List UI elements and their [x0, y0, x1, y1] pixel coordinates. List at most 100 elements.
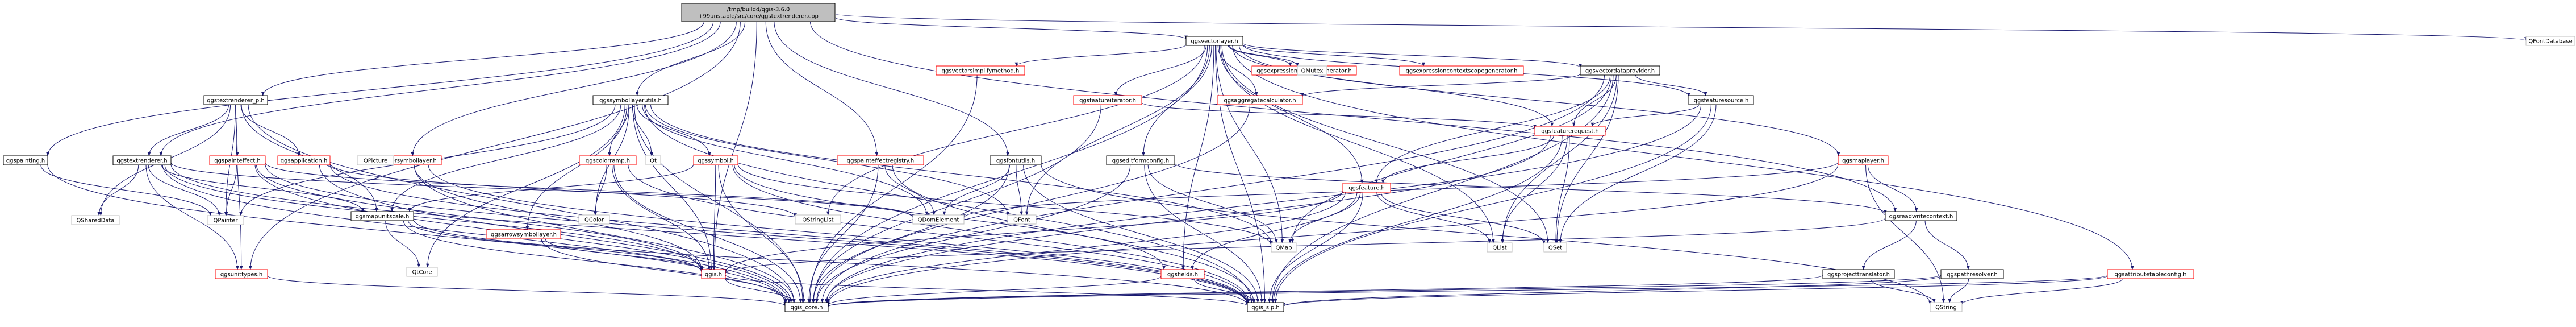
node-qgssymbollayerutils[interactable]: qgssymbollayerutils.h [592, 95, 669, 105]
node-qgsexpressioncontextscopegenerator[interactable]: qgsexpressioncontextscopegenerator.h [1399, 65, 1524, 76]
node-box [1106, 155, 1175, 165]
node-QMutex: QMutex [1297, 65, 1327, 76]
node-qgsfeaturerequest[interactable]: qgsfeaturerequest.h [1534, 126, 1606, 136]
edge-qgsfontutils-to-QFont [1016, 164, 1023, 216]
node-qgssymbol[interactable]: qgssymbol.h [693, 155, 738, 165]
node-qgsmaplayer[interactable]: qgsmaplayer.h [1838, 155, 1889, 165]
node-label: qgssymbol.h [698, 158, 734, 164]
node-qgspainting[interactable]: qgspainting.h [3, 155, 48, 165]
node-qgsprojecttranslator[interactable]: qgsprojecttranslator.h [1822, 269, 1895, 279]
node-qgsvectorlayer[interactable]: qgsvectorlayer.h [1185, 36, 1243, 46]
edge-qgsfields-to-qgis_sip [1193, 278, 1256, 303]
node-qgsfontutils[interactable]: qgsfontutils.h [990, 155, 1042, 165]
node-label: Qt [650, 158, 657, 164]
node-qgsmapunitscale[interactable]: qgsmapunitscale.h [350, 211, 414, 221]
node-box [1534, 126, 1606, 136]
edge-qgsfeature-to-QSet [1380, 192, 1546, 245]
node-qgseditformconfig[interactable]: qgseditformconfig.h [1106, 155, 1175, 165]
node-label: qgsvectorlayer.h [1191, 39, 1238, 45]
edge-qgsattributetableconfig-to-QString [1960, 278, 2123, 305]
node-qgspathresolver[interactable]: qgspathresolver.h [1940, 269, 2004, 279]
edge-qgsvectorlayer-to-qgsvectordataprovider [1242, 43, 1582, 68]
edge-qgseditformconfig-to-qgis_sip [1144, 164, 1263, 303]
node-qgsattributetableconfig[interactable]: qgsattributetableconfig.h [2107, 269, 2194, 279]
node-QColor: QColor [578, 214, 610, 225]
edge-qgsvectorlayer-to-qgsexpressioncontextscopegenerator [1242, 44, 1425, 67]
edge-qgsfeaturerequest-to-qgsfeature [1381, 135, 1554, 184]
edge-qgspainteffect-to-qgis_sip [265, 164, 1249, 305]
node-box [1185, 36, 1243, 46]
edge-qgspainteffectregistry-to-qgis_core [807, 164, 879, 303]
node-label: qgis.h [705, 272, 722, 278]
edge-qgsreadwritecontext-to-qgis [724, 217, 1886, 274]
edge-qgssymbol-to-QMap [737, 163, 1273, 246]
node-qgscolorramp[interactable]: qgscolorramp.h [579, 155, 637, 165]
node-label: qgsfontutils.h [996, 158, 1035, 164]
node-qgsarrowsymbollayer[interactable]: qgsarrowsymbollayer.h [486, 229, 561, 239]
edge-qgssymbollayerutils-to-qgscolorramp [608, 104, 629, 156]
node-qgstextrenderer_p[interactable]: qgstextrenderer_p.h [203, 95, 268, 105]
edge-qgstextrenderer_p-to-qgsapplication [240, 104, 300, 156]
node-label: qgsvectordataprovider.h [1585, 68, 1655, 74]
edge-root-to-qgsmarkersymbollayer [411, 21, 737, 156]
node-qgspainteffectregistry[interactable]: qgspainteffectregistry.h [837, 155, 924, 165]
edge-root-to-qgis [712, 21, 757, 270]
edge-root-to-qgsvectorlayer [834, 16, 1188, 40]
node-label: qgsmaplayer.h [1842, 158, 1884, 164]
edge-qgspainting-to-qgis_core [47, 164, 787, 304]
edge-root-to-qgsfontutils [774, 21, 1009, 156]
node-box [990, 155, 1042, 165]
edge-qgsfeaturesource-to-qgsfeaturerequest [1590, 104, 1700, 127]
node-label: qgspainting.h [6, 158, 45, 164]
edge-qgsattributetableconfig-to-qgis_core [826, 275, 2108, 307]
node-label: qgsmapunitscale.h [356, 214, 410, 220]
node-qgsapplication[interactable]: qgsapplication.h [277, 155, 331, 165]
node-qgsfields[interactable]: qgsfields.h [1160, 269, 1205, 279]
edge-qgis-to-qgis_sip [725, 274, 1249, 307]
node-label: QDomElement [918, 217, 959, 223]
edge-qgsfeaturerequest-to-QSet [1554, 135, 1570, 243]
edge-qgsvectorlayer-to-qgsfeature [1218, 45, 1364, 184]
node-label: qgsarrowsymbollayer.h [491, 232, 557, 238]
node-qgstextrenderer[interactable]: qgstextrenderer.h [112, 155, 172, 165]
node-qgis_core[interactable]: qgis_core.h [784, 302, 829, 312]
node-box [1342, 183, 1391, 193]
node-box [1543, 242, 1567, 253]
node-qgis[interactable]: qgis.h [701, 269, 726, 279]
node-label: qgsaggregatecalculator.h [1224, 98, 1296, 104]
edge-qgspathresolver-to-qgis_core [826, 275, 1942, 307]
node-label: qgstextrenderer.h [116, 158, 167, 164]
node-qgsfeatureiterator[interactable]: qgsfeatureiterator.h [1073, 95, 1142, 105]
node-label: qgsprojecttranslator.h [1827, 272, 1890, 278]
node-qgsreadwritecontext[interactable]: qgsreadwritecontext.h [1885, 211, 1957, 221]
nodes-layer: /tmp/buildd/qgis-3.6.0+99unstable/src/co… [3, 3, 2575, 312]
node-qgsfeature[interactable]: qgsfeature.h [1342, 183, 1391, 193]
edge-qgsmarkersymbollayer-to-qgis [414, 164, 703, 271]
edge-qgstextrenderer-to-QPainter [148, 164, 221, 216]
edge-qgssymbollayerutils-to-Qt [632, 104, 653, 156]
node-qgspainteffect[interactable]: qgspainteffect.h [209, 155, 266, 165]
node-qgis_sip[interactable]: qgis_sip.h [1247, 302, 1284, 312]
node-qgsvectordataprovider[interactable]: qgsvectordataprovider.h [1580, 65, 1660, 76]
node-qgsvectorsimplifymethod[interactable]: qgsvectorsimplifymethod.h [936, 65, 1025, 76]
edge-qgsvectorlayer-to-qgsaggregatecalculator [1217, 45, 1258, 96]
node-label: QPainter [214, 218, 239, 224]
node-box [1073, 95, 1142, 105]
edge-qgsfeaturesource-to-qgis_core [825, 104, 1702, 303]
node-root[interactable]: /tmp/buildd/qgis-3.6.0+99unstable/src/co… [681, 3, 836, 22]
edge-qgssymbollayerutils-to-qgssymbol [636, 104, 711, 156]
edge-qgspainting-to-QPainter [40, 164, 212, 216]
node-qgsunittypes[interactable]: qgsunittypes.h [215, 269, 268, 279]
node-qgsaggregatecalculator[interactable]: qgsaggregatecalculator.h [1217, 95, 1303, 105]
node-box [936, 65, 1025, 76]
node-label: qgsfields.h [1167, 272, 1198, 278]
edge-qgis-to-qgis_core [725, 278, 796, 303]
node-label: qgsfeaturerequest.h [1541, 129, 1599, 135]
node-label: QMap [1276, 245, 1292, 251]
node-box [1297, 65, 1327, 76]
node-box [3, 155, 48, 165]
node-box [645, 155, 661, 165]
node-qgsfeaturesource[interactable]: qgsfeaturesource.h [1688, 95, 1754, 105]
edge-qgsvectordataprovider-to-qgsaggregatecalculator [1301, 73, 1581, 97]
node-box [203, 95, 268, 105]
